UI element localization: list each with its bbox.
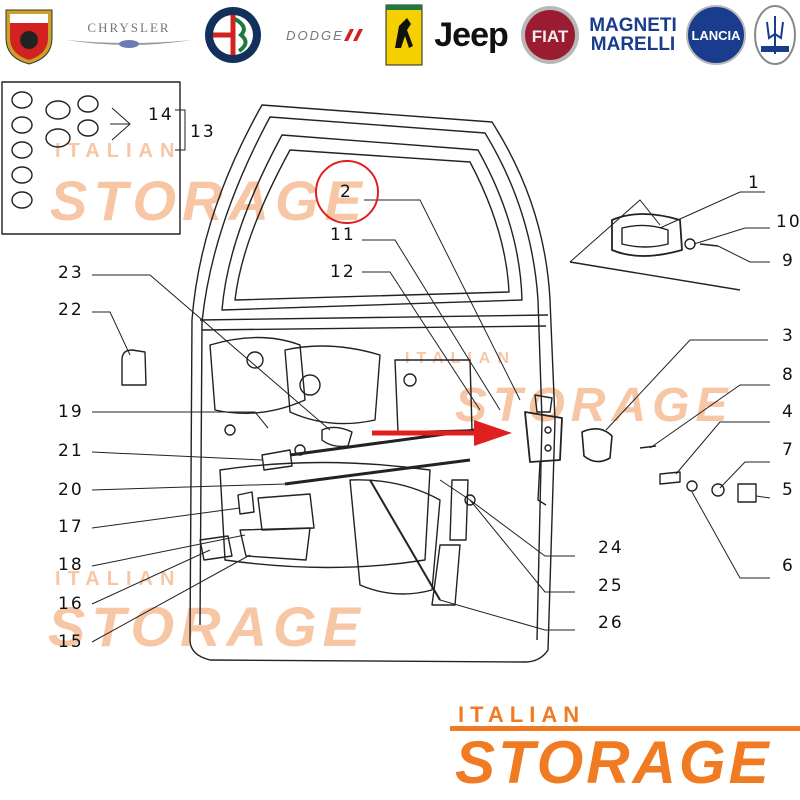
callout-23: 23 (58, 263, 84, 283)
callout-11: 11 (330, 225, 356, 245)
callout-13: 13 (190, 122, 216, 142)
magneti-marelli-logo: MAGNETI MARELLI (589, 15, 677, 55)
lancia-logo: LANCIA (684, 4, 748, 66)
ferrari-logo (384, 4, 424, 66)
door-frame-outer (189, 104, 556, 663)
door-frame-inner (199, 116, 543, 641)
callout-4: 4 (782, 402, 795, 422)
alfa-romeo-logo (202, 4, 264, 66)
chrysler-logo: CHRYSLER (62, 4, 196, 66)
callout-8: 8 (782, 365, 795, 385)
lock-rod-20 (284, 458, 471, 486)
callout-14: 14 (148, 105, 174, 125)
jeep-logo: Jeep (434, 15, 508, 54)
callout-16: 16 (58, 594, 84, 614)
callout-7: 7 (782, 440, 795, 460)
svg-text:FIAT: FIAT (532, 27, 569, 46)
callout-10: 10 (776, 212, 800, 232)
callout-5: 5 (782, 480, 795, 500)
watermark-mid-small: ITALIAN (405, 350, 516, 367)
callout-15: 15 (58, 632, 84, 652)
watermark-mid-big: STORAGE (455, 379, 734, 432)
callout-21: 21 (58, 441, 84, 461)
watermark-top-big: STORAGE (50, 169, 368, 232)
fiat-logo: FIAT (518, 4, 582, 66)
watermark-top-small: ITALIAN (55, 140, 182, 162)
svg-text:LANCIA: LANCIA (691, 28, 741, 43)
logo-rule (450, 726, 800, 731)
watermark-bottom-big: STORAGE (48, 595, 366, 658)
italian-storage-logo-big: STORAGE (455, 729, 772, 796)
callout-12: 12 (330, 262, 356, 282)
brand-logo-bar: CHRYSLER DODGE Jeep FIAT MAGNETI MARELL (0, 0, 800, 70)
door-lock-assembly (524, 394, 563, 506)
callout-1: 1 (748, 173, 761, 193)
callout-24: 24 (598, 538, 624, 558)
highlight-circle (315, 160, 379, 224)
maserati-logo (752, 4, 798, 66)
callout-6: 6 (782, 556, 795, 576)
callout-19: 19 (58, 402, 84, 422)
watermark-bottom-small: ITALIAN (55, 568, 182, 590)
callout-25: 25 (598, 576, 624, 596)
callout-20: 20 (58, 480, 84, 500)
callout-18: 18 (58, 555, 84, 575)
window-opening (221, 134, 523, 311)
dodge-logo: DODGE (270, 4, 380, 66)
highlight-arrow (372, 420, 512, 446)
callout-9: 9 (782, 251, 795, 271)
callout-26: 26 (598, 613, 624, 633)
callout-17: 17 (58, 517, 84, 537)
callout-3: 3 (782, 326, 795, 346)
callout-22: 22 (58, 300, 84, 320)
exterior-handle (611, 213, 683, 257)
callout-2: 2 (340, 182, 353, 202)
italian-storage-logo-small: ITALIAN (458, 702, 586, 727)
abarth-logo (2, 4, 56, 66)
